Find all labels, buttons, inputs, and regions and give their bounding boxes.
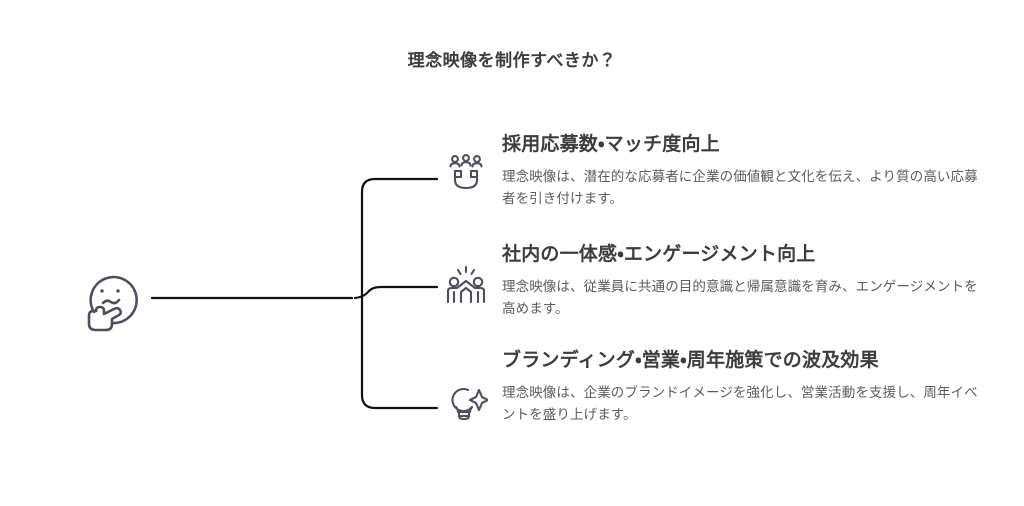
page-title: 理念映像を制作すべきか？ — [407, 51, 617, 70]
connector-branch-2 — [353, 285, 439, 300]
branch-item-2: 社内の一体感・エンゲージメント向上 理念映像は、従業員に共通の目的意識と帰属意識… — [444, 242, 980, 320]
branch-3-body: 理念映像は、企業のブランドイメージを強化し、営業活動を支援し、周年イベントを盛り… — [502, 384, 978, 422]
connector-branch-1 — [360, 177, 439, 300]
branch-item-1: 採用応募数・マッチ度向上 理念映像は、潜在的な応募者に企業の価値観と文化を伝え、… — [444, 132, 980, 210]
branch-2-text: 社内の一体感・エンゲージメント向上 理念映像は、従業員に共通の目的意識と帰属意識… — [502, 242, 980, 320]
branch-3-icon-wrap — [444, 380, 490, 424]
branch-1-icon-wrap — [444, 150, 488, 194]
branch-2-heading: 社内の一体感・エンゲージメント向上 — [502, 244, 816, 265]
root-node — [74, 262, 148, 336]
lightbulb-sparkle-icon — [451, 388, 490, 421]
branch-1-body: 理念映像は、潜在的な応募者に企業の価値観と文化を伝え、より質の高い応募者を引き付… — [502, 168, 978, 206]
branch-3-text: ブランディング・営業・周年施策での波及効果 理念映像は、企業のブランドイメージを… — [502, 348, 980, 426]
branch-1-heading: 採用応募数・マッチ度向上 — [502, 134, 720, 155]
magnet-people-icon — [449, 154, 483, 190]
thinking-face-icon — [87, 275, 138, 332]
connector-branch-3 — [360, 296, 439, 410]
branch-1-text: 採用応募数・マッチ度向上 理念映像は、潜在的な応募者に企業の価値観と文化を伝え、… — [502, 132, 980, 210]
branch-2-icon-wrap — [444, 264, 488, 308]
branch-3-heading: ブランディング・営業・周年施策での波及効果 — [502, 350, 879, 371]
branch-2-body: 理念映像は、従業員に共通の目的意識と帰属意識を育み、エンゲージメントを高めます。 — [502, 278, 978, 316]
team-high-five-icon — [446, 265, 486, 304]
branch-item-3: ブランディング・営業・周年施策での波及効果 理念映像は、企業のブランドイメージを… — [444, 348, 980, 426]
